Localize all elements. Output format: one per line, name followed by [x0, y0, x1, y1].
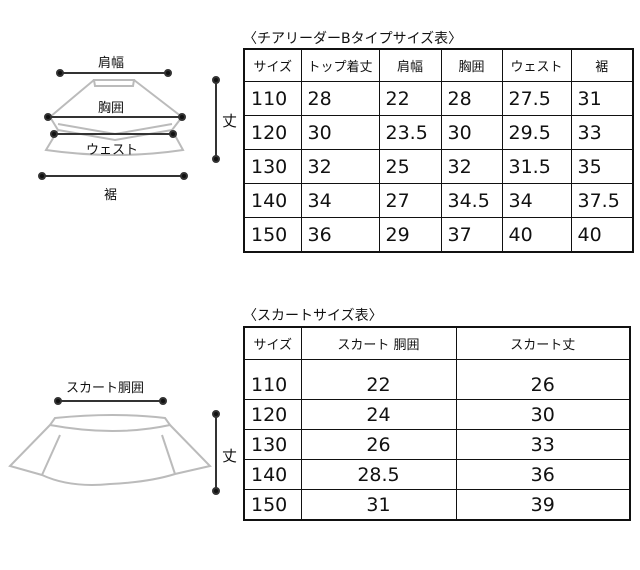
skirt-chart-title: 〈スカートサイズ表〉 [243, 308, 383, 324]
length-label: 丈 [222, 112, 238, 130]
table-cell: 150 [243, 489, 302, 521]
skirt-diagram [8, 397, 220, 495]
table-cell: 130 [243, 429, 302, 460]
header-chest: 胸囲 [440, 48, 503, 82]
table-cell: 34 [501, 183, 572, 218]
table-cell: 36 [300, 217, 380, 253]
table-cell: 33 [455, 429, 631, 460]
header-top-length: トップ着丈 [300, 48, 380, 82]
header-skirt-waist: スカート 胴囲 [300, 326, 457, 360]
top-garment-diagram [38, 69, 220, 180]
table-cell: 28 [300, 81, 380, 116]
table-cell: 140 [243, 459, 302, 490]
table-cell: 32 [300, 149, 380, 184]
header-size: サイズ [243, 48, 302, 82]
skirt-waist-label: スカート胴囲 [66, 381, 145, 396]
table-cell: 150 [243, 217, 302, 253]
header-waist: ウェスト [501, 48, 572, 82]
table-cell: 32 [440, 149, 503, 184]
table-cell: 29.5 [501, 115, 572, 150]
table-cell: 26 [300, 429, 457, 460]
table-cell: 140 [243, 183, 302, 218]
table-cell: 40 [570, 217, 634, 253]
table-cell: 110 [243, 359, 302, 400]
table-cell: 120 [243, 399, 302, 430]
table-cell: 27 [378, 183, 442, 218]
waist-label: ウェスト [86, 143, 139, 158]
table-cell: 28 [440, 81, 503, 116]
table-cell: 39 [455, 489, 631, 521]
header-shoulder: 肩幅 [378, 48, 442, 82]
table-cell: 30 [300, 115, 380, 150]
table-cell: 40 [501, 217, 572, 253]
skirt-length-label: 丈 [222, 447, 238, 465]
table-cell: 27.5 [501, 81, 572, 116]
table-cell: 33 [570, 115, 634, 150]
table-cell: 34.5 [440, 183, 503, 218]
table-cell: 30 [455, 399, 631, 430]
top-chart-title: 〈チアリーダーBタイプサイズ表〉 [243, 31, 463, 47]
table-cell: 120 [243, 115, 302, 150]
table-cell: 130 [243, 149, 302, 184]
table-cell: 25 [378, 149, 442, 184]
table-cell: 24 [300, 399, 457, 430]
table-cell: 110 [243, 81, 302, 116]
table-cell: 35 [570, 149, 634, 184]
table-cell: 36 [455, 459, 631, 490]
table-cell: 28.5 [300, 459, 457, 490]
table-cell: 26 [455, 359, 631, 400]
table-cell: 30 [440, 115, 503, 150]
header-size: サイズ [243, 326, 302, 360]
table-cell: 31 [300, 489, 457, 521]
table-cell: 37 [440, 217, 503, 253]
shoulder-label: 肩幅 [98, 56, 125, 71]
chest-label: 胸囲 [98, 101, 125, 116]
table-cell: 37.5 [570, 183, 634, 218]
table-cell: 22 [300, 359, 457, 400]
header-hem: 裾 [570, 48, 634, 82]
table-cell: 31 [570, 81, 634, 116]
table-cell: 23.5 [378, 115, 442, 150]
header-skirt-length: スカート丈 [455, 326, 631, 360]
table-cell: 34 [300, 183, 380, 218]
table-cell: 31.5 [501, 149, 572, 184]
hem-label: 裾 [104, 188, 118, 203]
table-cell: 22 [378, 81, 442, 116]
table-cell: 29 [378, 217, 442, 253]
